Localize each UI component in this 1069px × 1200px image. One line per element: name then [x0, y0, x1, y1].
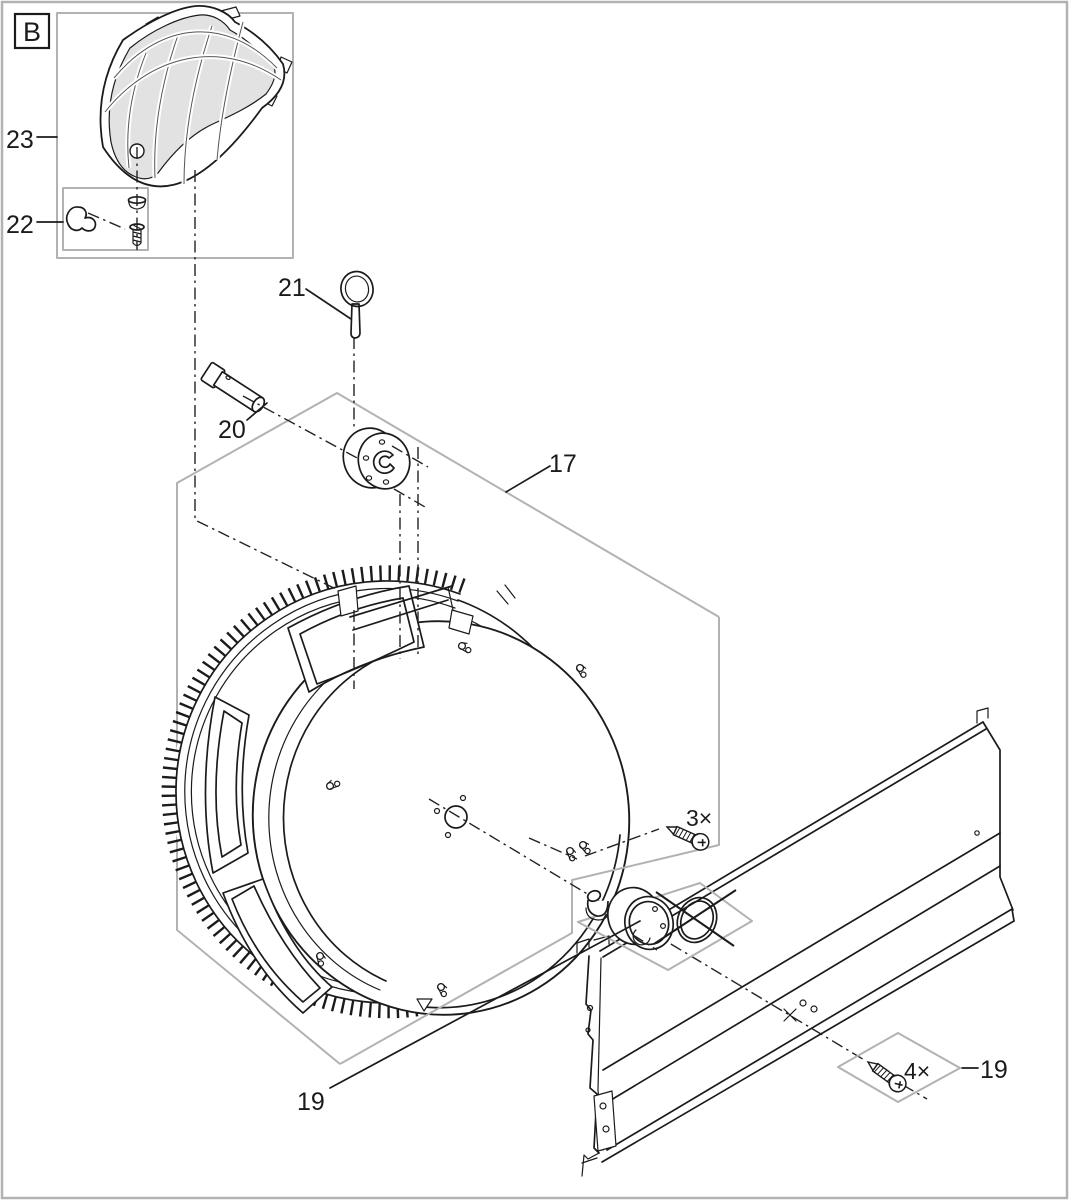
rail-bracket — [447, 586, 474, 635]
centerline-clip-22 — [87, 212, 126, 230]
panel-hole — [974, 830, 980, 836]
disc-notch — [416, 998, 433, 1012]
panel-hole — [810, 1005, 818, 1013]
bracket-hole — [602, 1125, 610, 1133]
callouts: B 23 22 21 20 17 3× 4× 19 19 — [6, 12, 1008, 1116]
view-label-box — [13, 12, 51, 50]
gear-ring-edge — [175, 580, 461, 1004]
qty-label-4x: 4× — [904, 1058, 930, 1084]
qty-label-3x: 3× — [686, 805, 712, 831]
hub-flange — [342, 427, 411, 490]
part-label-20: 20 — [218, 416, 246, 444]
leader-21 — [305, 288, 352, 320]
disc-depth-arc2 — [282, 654, 387, 982]
shell-window-bottom-inner — [231, 885, 321, 1003]
drum-assembly-17 — [161, 565, 631, 1019]
leader-17 — [505, 465, 551, 493]
group-boundary-17-left — [176, 392, 720, 1065]
flange-bottom-hook — [581, 1152, 600, 1177]
plug-bushing — [585, 889, 611, 921]
group-boundary-17-right — [339, 617, 720, 1065]
hub-cap — [606, 886, 675, 951]
panel-top-hook — [976, 707, 989, 724]
centerline-hub-to-drum — [353, 447, 419, 689]
o-ring-not-included — [653, 889, 737, 947]
cross-out-mark — [653, 889, 737, 947]
group-box-screw-4x — [837, 1032, 961, 1103]
axle-pin-20 — [200, 361, 266, 413]
retainer-clip-22 — [65, 206, 97, 232]
centerline-hub-ticks — [391, 445, 429, 508]
flange-bracket — [593, 1090, 617, 1152]
part-label-21: 21 — [278, 274, 306, 302]
shell-window-top-inner — [299, 597, 415, 685]
mesh-grid — [103, 21, 283, 185]
panel-hole — [799, 999, 807, 1007]
view-label: B — [23, 17, 41, 47]
rim-hatch — [496, 584, 516, 605]
mesh-panel-23 — [99, 5, 293, 188]
screw-4x — [862, 1054, 911, 1096]
panel-bottom-edge — [601, 908, 1015, 1163]
part-label-19-left: 19 — [297, 1088, 325, 1116]
ring-pin-21 — [340, 270, 374, 339]
group-box-22 — [62, 187, 149, 251]
leader-19-left — [329, 920, 641, 1089]
shell-window-bottom — [222, 878, 333, 1014]
flange-hole — [586, 1004, 594, 1012]
disc-rim-arc — [423, 834, 621, 1009]
part-label-19-right: 19 — [980, 1056, 1008, 1084]
centerline-screws-3x — [528, 828, 660, 860]
flange-hole — [585, 1027, 591, 1033]
panel-crease-1 — [602, 832, 1001, 1071]
centerline-on-cap — [632, 934, 658, 951]
part-label-17: 17 — [549, 450, 577, 478]
centerlines — [87, 147, 928, 1100]
centerline-after-screw-4x — [902, 1084, 928, 1100]
group-box-hub — [577, 882, 753, 971]
rail-step — [337, 585, 359, 617]
drill-cross-mark — [783, 1008, 797, 1022]
bracket-hole — [599, 1102, 607, 1110]
panel-right-edge — [982, 721, 1014, 911]
part-label-23: 23 — [6, 126, 34, 154]
flange-top-hook — [576, 935, 610, 954]
panel-crease-2 — [605, 865, 1001, 1104]
centerline-panel-to-drum — [194, 170, 337, 590]
edge-clip — [574, 663, 589, 679]
shell-window-left-inner — [215, 710, 243, 858]
wall-panel — [576, 707, 1015, 1177]
part-label-22: 22 — [6, 211, 34, 239]
leader-20 — [246, 402, 268, 421]
